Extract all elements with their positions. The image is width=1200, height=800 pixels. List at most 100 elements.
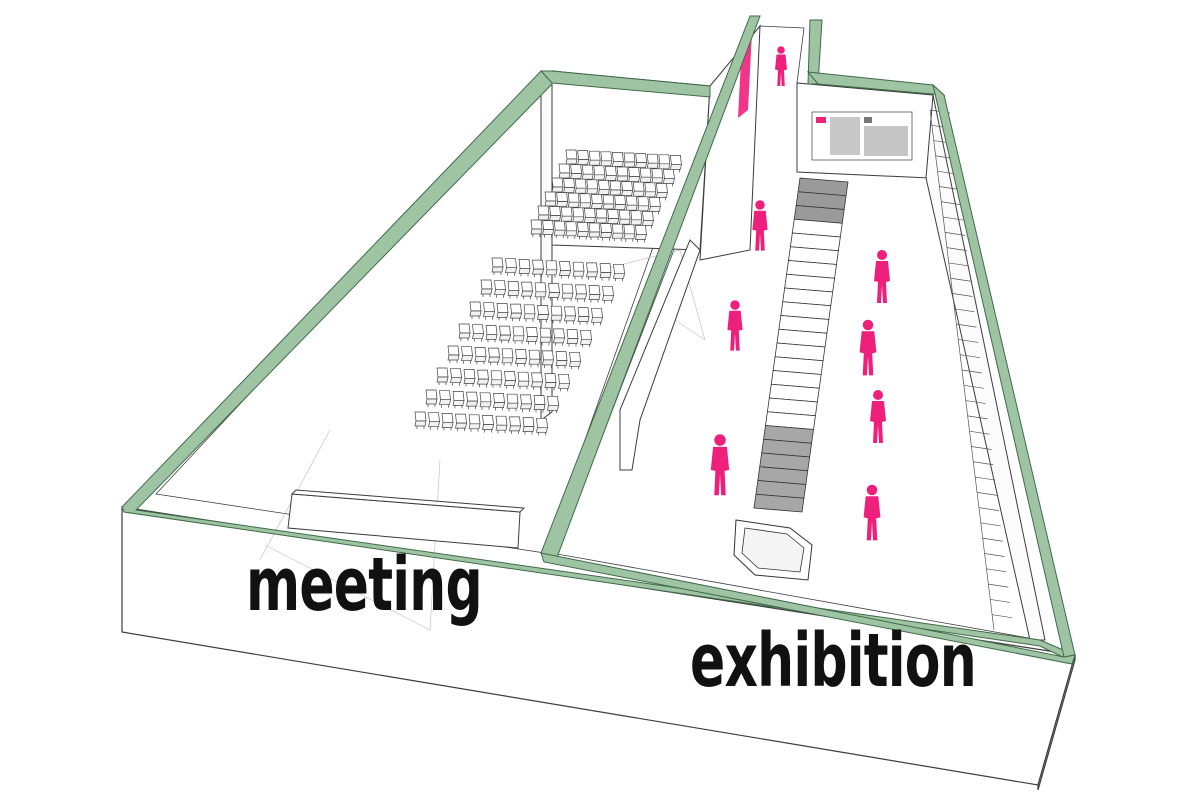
seat [531, 372, 543, 390]
seat [593, 165, 606, 183]
visitor-figures [710, 46, 890, 541]
seat [613, 263, 625, 282]
seat [447, 345, 460, 363]
wall-panel-line [975, 476, 996, 481]
seat [450, 368, 462, 386]
seat [662, 169, 675, 187]
visitor-figure [863, 484, 881, 541]
seat [646, 153, 659, 172]
seat [602, 194, 615, 212]
seating-front-block [414, 257, 625, 436]
seat [507, 281, 520, 299]
seat [651, 168, 664, 186]
info-panel [811, 111, 913, 161]
seat [548, 283, 560, 301]
seat [558, 163, 571, 181]
seat [504, 371, 516, 389]
seat [639, 167, 652, 186]
wall-panel-line [961, 369, 983, 374]
seat [536, 417, 548, 436]
seat [566, 329, 579, 347]
seat [634, 225, 647, 243]
meeting-back-cap [539, 70, 711, 98]
seat [493, 393, 505, 411]
seating-back-block [530, 149, 682, 243]
seat [532, 259, 544, 278]
seat [488, 347, 500, 366]
seat [558, 373, 570, 392]
wall-panel-line [950, 277, 971, 282]
tower-end-inner [741, 527, 805, 573]
wall-panel-line [963, 384, 984, 389]
seat [479, 392, 492, 410]
seat [641, 211, 654, 229]
seat [466, 391, 478, 410]
seat [588, 150, 601, 169]
seat [528, 349, 541, 368]
seat [480, 279, 493, 297]
wall-panel-line [958, 339, 979, 343]
seat [494, 280, 506, 298]
seat [506, 393, 519, 412]
exhibition-room-label: exhibition [690, 618, 977, 704]
seat [499, 325, 511, 344]
seat [414, 411, 427, 429]
seat [468, 414, 481, 432]
wall-panel-line [982, 537, 1003, 542]
seat [452, 391, 465, 409]
wall-panel-line [977, 492, 998, 496]
visitor-figure [874, 250, 890, 303]
seat [555, 351, 568, 369]
wall-panel-line [941, 201, 962, 206]
seat [534, 282, 547, 300]
exterior-walls [121, 506, 1076, 791]
seat [553, 328, 565, 346]
seat [611, 152, 624, 170]
seat [522, 417, 535, 435]
side-wall-panels [929, 109, 1013, 631]
seat [501, 348, 514, 366]
seat [505, 258, 517, 276]
seat [509, 416, 521, 434]
wall-panel-line [943, 216, 964, 221]
seat [565, 149, 578, 167]
seat [441, 413, 454, 431]
wall-panel-line [986, 568, 1007, 573]
seat [428, 412, 440, 430]
wall-panel-line [988, 583, 1009, 588]
seat [565, 221, 578, 239]
wall-panel-line [978, 507, 999, 511]
seat [544, 373, 557, 391]
seat [496, 303, 509, 321]
seat [600, 223, 613, 241]
seat [425, 389, 438, 407]
visitor-figure [859, 319, 877, 376]
wall-panel-edge [929, 109, 995, 631]
wall-panel-line [946, 247, 967, 251]
seat [630, 210, 643, 228]
seat [648, 197, 661, 215]
seat [537, 305, 549, 323]
seat [455, 413, 467, 432]
seat [458, 323, 471, 341]
seat [644, 182, 657, 200]
seat [658, 154, 671, 172]
seat [599, 263, 612, 281]
seat [569, 351, 581, 370]
seat [547, 395, 559, 414]
seat [623, 152, 636, 170]
seat [539, 327, 552, 346]
seat [577, 307, 590, 325]
seat [600, 151, 613, 169]
seat [576, 222, 589, 240]
wall-caps [121, 15, 1076, 665]
seat [563, 178, 576, 196]
seat [549, 206, 562, 224]
visitor-figure [775, 46, 787, 86]
seat [495, 415, 508, 434]
seat [436, 367, 449, 385]
visitor-figure [727, 300, 743, 351]
seat [560, 206, 573, 225]
seat [604, 166, 617, 184]
seat [512, 326, 525, 344]
